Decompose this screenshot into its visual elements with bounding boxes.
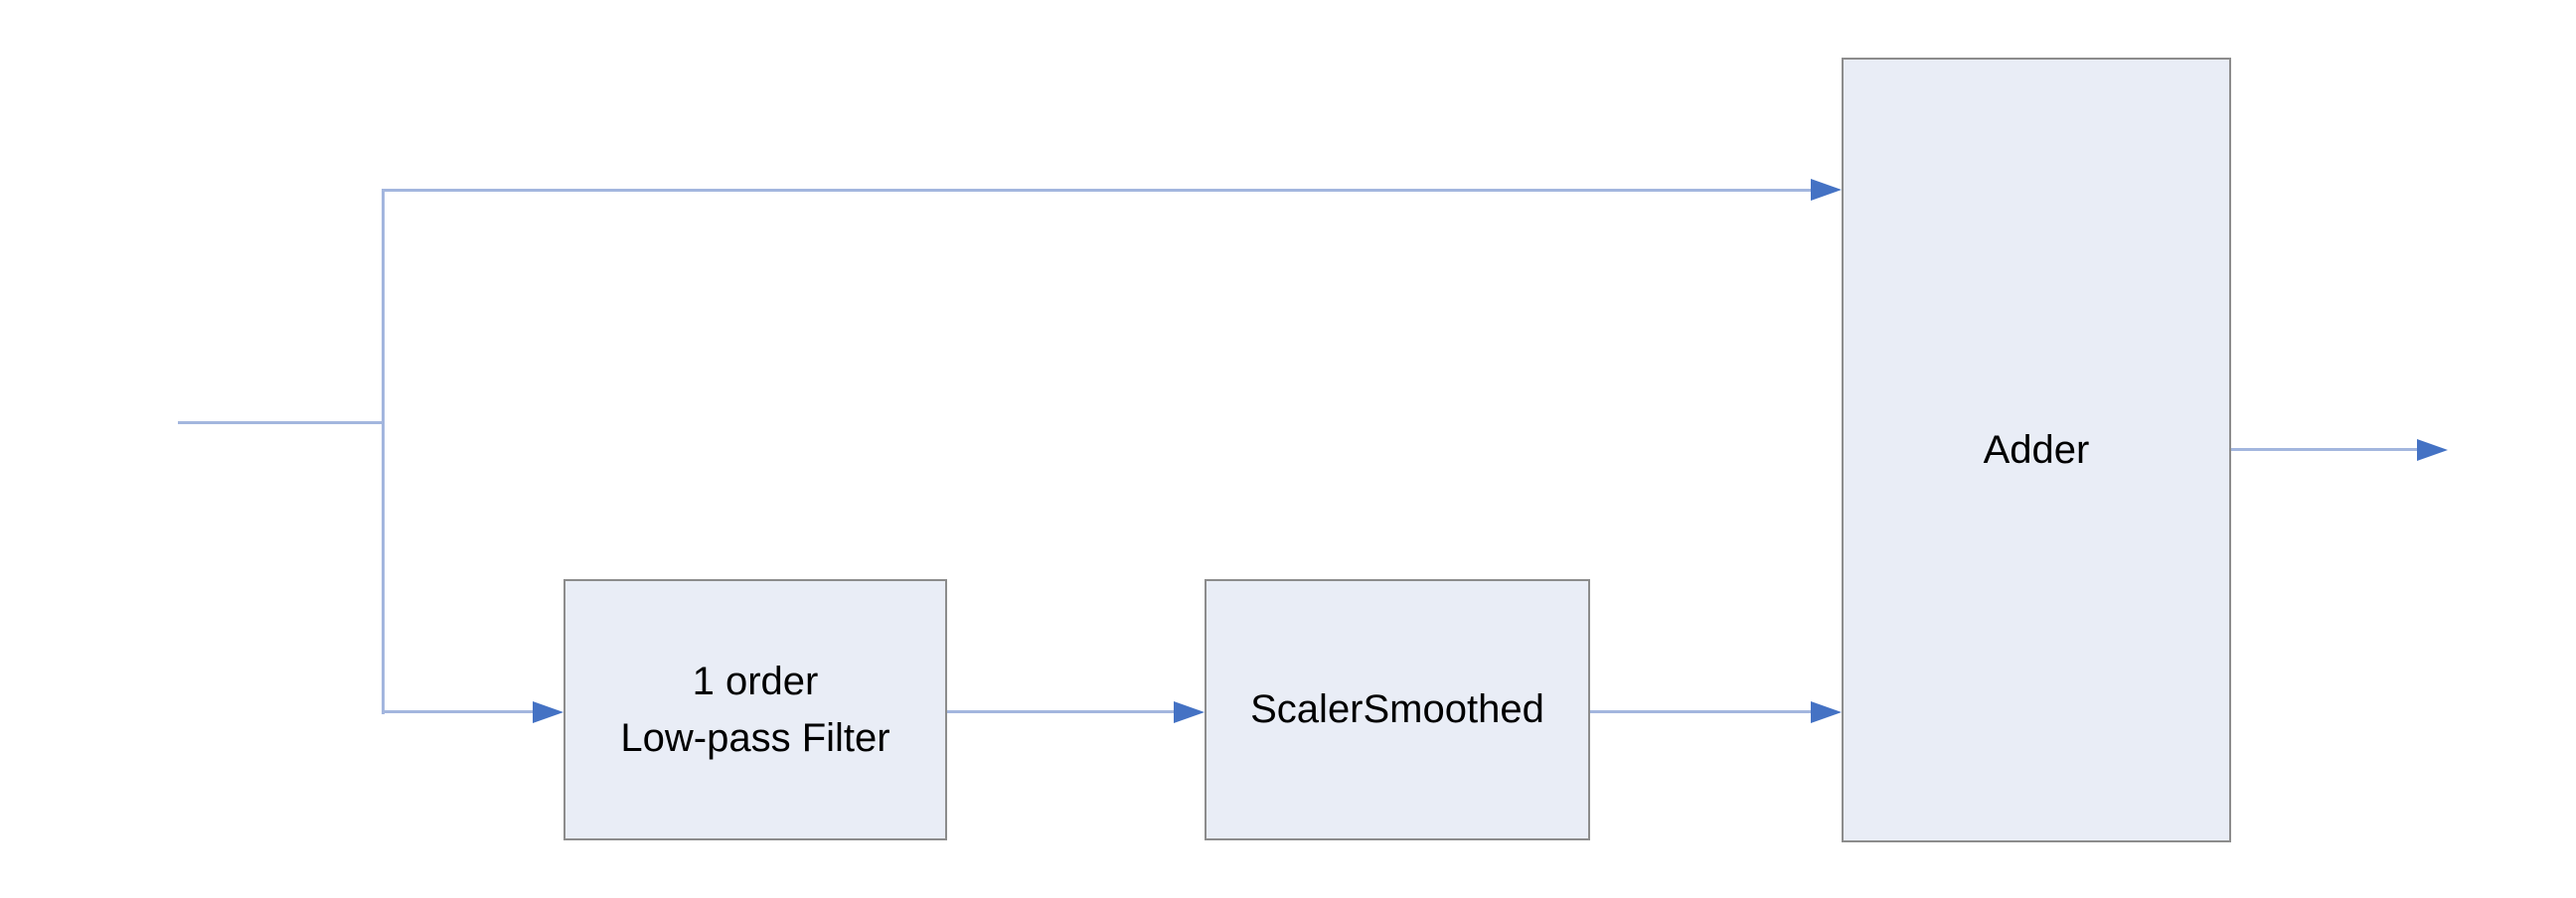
scaler-to-adder-line (1590, 710, 1812, 713)
arrowhead-icon-into-adder-bottom (1811, 701, 1842, 723)
branch-top-line-to-adder (382, 189, 1811, 192)
branch-bottom-line-to-lowpass (382, 710, 533, 713)
block-adder-label: Adder (1983, 427, 2090, 472)
branch-vertical-line (382, 189, 385, 714)
block-lowpass-filter-label-line2: Low-pass Filter (620, 715, 890, 760)
arrowhead-icon-into-adder-top (1811, 179, 1842, 201)
arrowhead-icon-into-lowpass (533, 701, 564, 723)
lowpass-to-scaler-line (947, 710, 1175, 713)
input-line (178, 421, 384, 424)
block-adder: Adder (1842, 58, 2231, 842)
block-scaler-smoothed-label: ScalerSmoothed (1250, 687, 1544, 731)
output-line (2231, 448, 2418, 451)
arrowhead-icon-output (2417, 439, 2448, 461)
block-lowpass-filter-label-line1: 1 order (692, 659, 819, 703)
block-scaler-smoothed: ScalerSmoothed (1205, 579, 1590, 840)
arrowhead-icon-into-scaler (1174, 701, 1205, 723)
block-lowpass-filter: 1 order Low-pass Filter (564, 579, 947, 840)
